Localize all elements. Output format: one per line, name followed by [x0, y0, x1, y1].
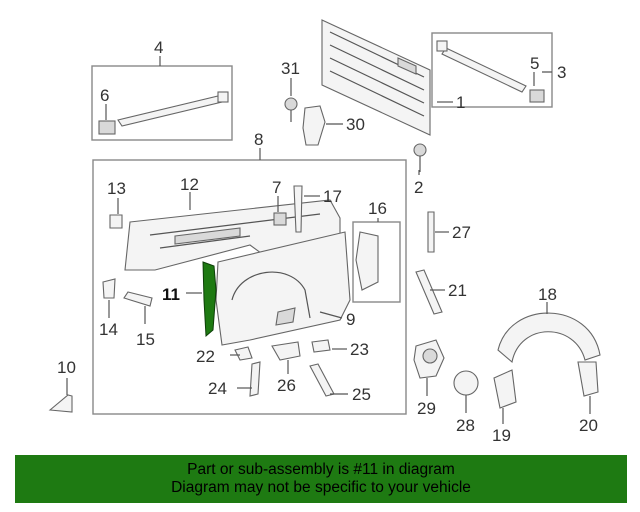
callout-6: 6: [100, 86, 109, 105]
bracket-part-23: [311, 339, 331, 353]
rail-part-4: [98, 91, 229, 135]
bolt-part-2: [413, 143, 427, 172]
callout-20: 20: [579, 416, 598, 435]
bolt-part-31: [284, 97, 298, 122]
clip-part-13: [109, 214, 123, 229]
callout-30: 30: [346, 115, 365, 134]
bracket-part-16: [355, 231, 379, 291]
rail-part-3: [436, 40, 545, 103]
liner-part-20: [577, 361, 599, 397]
callout-17: 17: [323, 187, 342, 206]
leader-lines: [66, 56, 591, 424]
strut-part-27: [427, 211, 435, 253]
callout-19: 19: [492, 426, 511, 445]
bracket-part-26: [271, 341, 301, 361]
callout-29: 29: [417, 399, 436, 418]
callout-10: 10: [57, 358, 76, 377]
callout-16: 16: [368, 199, 387, 218]
callout-23: 23: [350, 340, 369, 359]
fuel-housing-part-29: [413, 339, 445, 379]
bracket-part-24: [249, 361, 261, 397]
wheelhouse-liner-part-18: [497, 312, 601, 364]
callout-15: 15: [136, 330, 155, 349]
clip-part-7: [273, 212, 287, 226]
strip-part-17: [293, 185, 303, 233]
callout-28: 28: [456, 416, 475, 435]
callout-27: 27: [452, 223, 471, 242]
parts-diagram: 4 6 31 30 1 5 3 8 2 13 12 7 17 16 27 11 …: [48, 19, 601, 445]
bracket-part-25: [309, 363, 335, 397]
callout-26: 26: [277, 376, 296, 395]
hinge-part-30: [302, 105, 326, 146]
callout-31: 31: [281, 59, 300, 78]
callout-5: 5: [530, 54, 539, 73]
group-box-4: [91, 65, 233, 141]
callout-11: 11: [162, 285, 180, 304]
group-box-8: [92, 159, 407, 415]
pillar-part-11: [202, 261, 217, 338]
callout-8: 8: [254, 130, 263, 149]
callout-22: 22: [196, 347, 215, 366]
callout-25: 25: [352, 385, 371, 404]
group-box-16: [352, 221, 401, 303]
bracket-part-15: [123, 291, 153, 307]
outer-panel-part-9: [215, 231, 351, 346]
callout-7: 7: [272, 178, 281, 197]
callout-1: 1: [456, 93, 465, 112]
banner-line-2: Diagram may not be specific to your vehi…: [171, 479, 471, 496]
callout-3: 3: [557, 63, 566, 82]
callout-9: 9: [346, 310, 355, 329]
fuel-door-part-28: [453, 370, 479, 396]
group-box-3: [431, 32, 553, 108]
tailgate-part: [321, 19, 431, 136]
bracket-part-22: [234, 346, 253, 361]
info-banner: Part or sub-assembly is #11 in diagram D…: [15, 455, 627, 503]
callout-14: 14: [99, 320, 118, 339]
callout-21: 21: [448, 281, 467, 300]
callout-13: 13: [107, 179, 126, 198]
bracket-part-14: [102, 278, 116, 299]
banner-line-1: Part or sub-assembly is #11 in diagram: [187, 461, 455, 478]
callout-18: 18: [538, 285, 557, 304]
strip-part-21: [415, 269, 443, 315]
callout-2: 2: [414, 178, 423, 197]
callout-24: 24: [208, 379, 227, 398]
bracket-part-10: [48, 394, 73, 413]
liner-part-19: [493, 369, 517, 409]
callout-4: 4: [154, 38, 163, 57]
callout-12: 12: [180, 175, 199, 194]
